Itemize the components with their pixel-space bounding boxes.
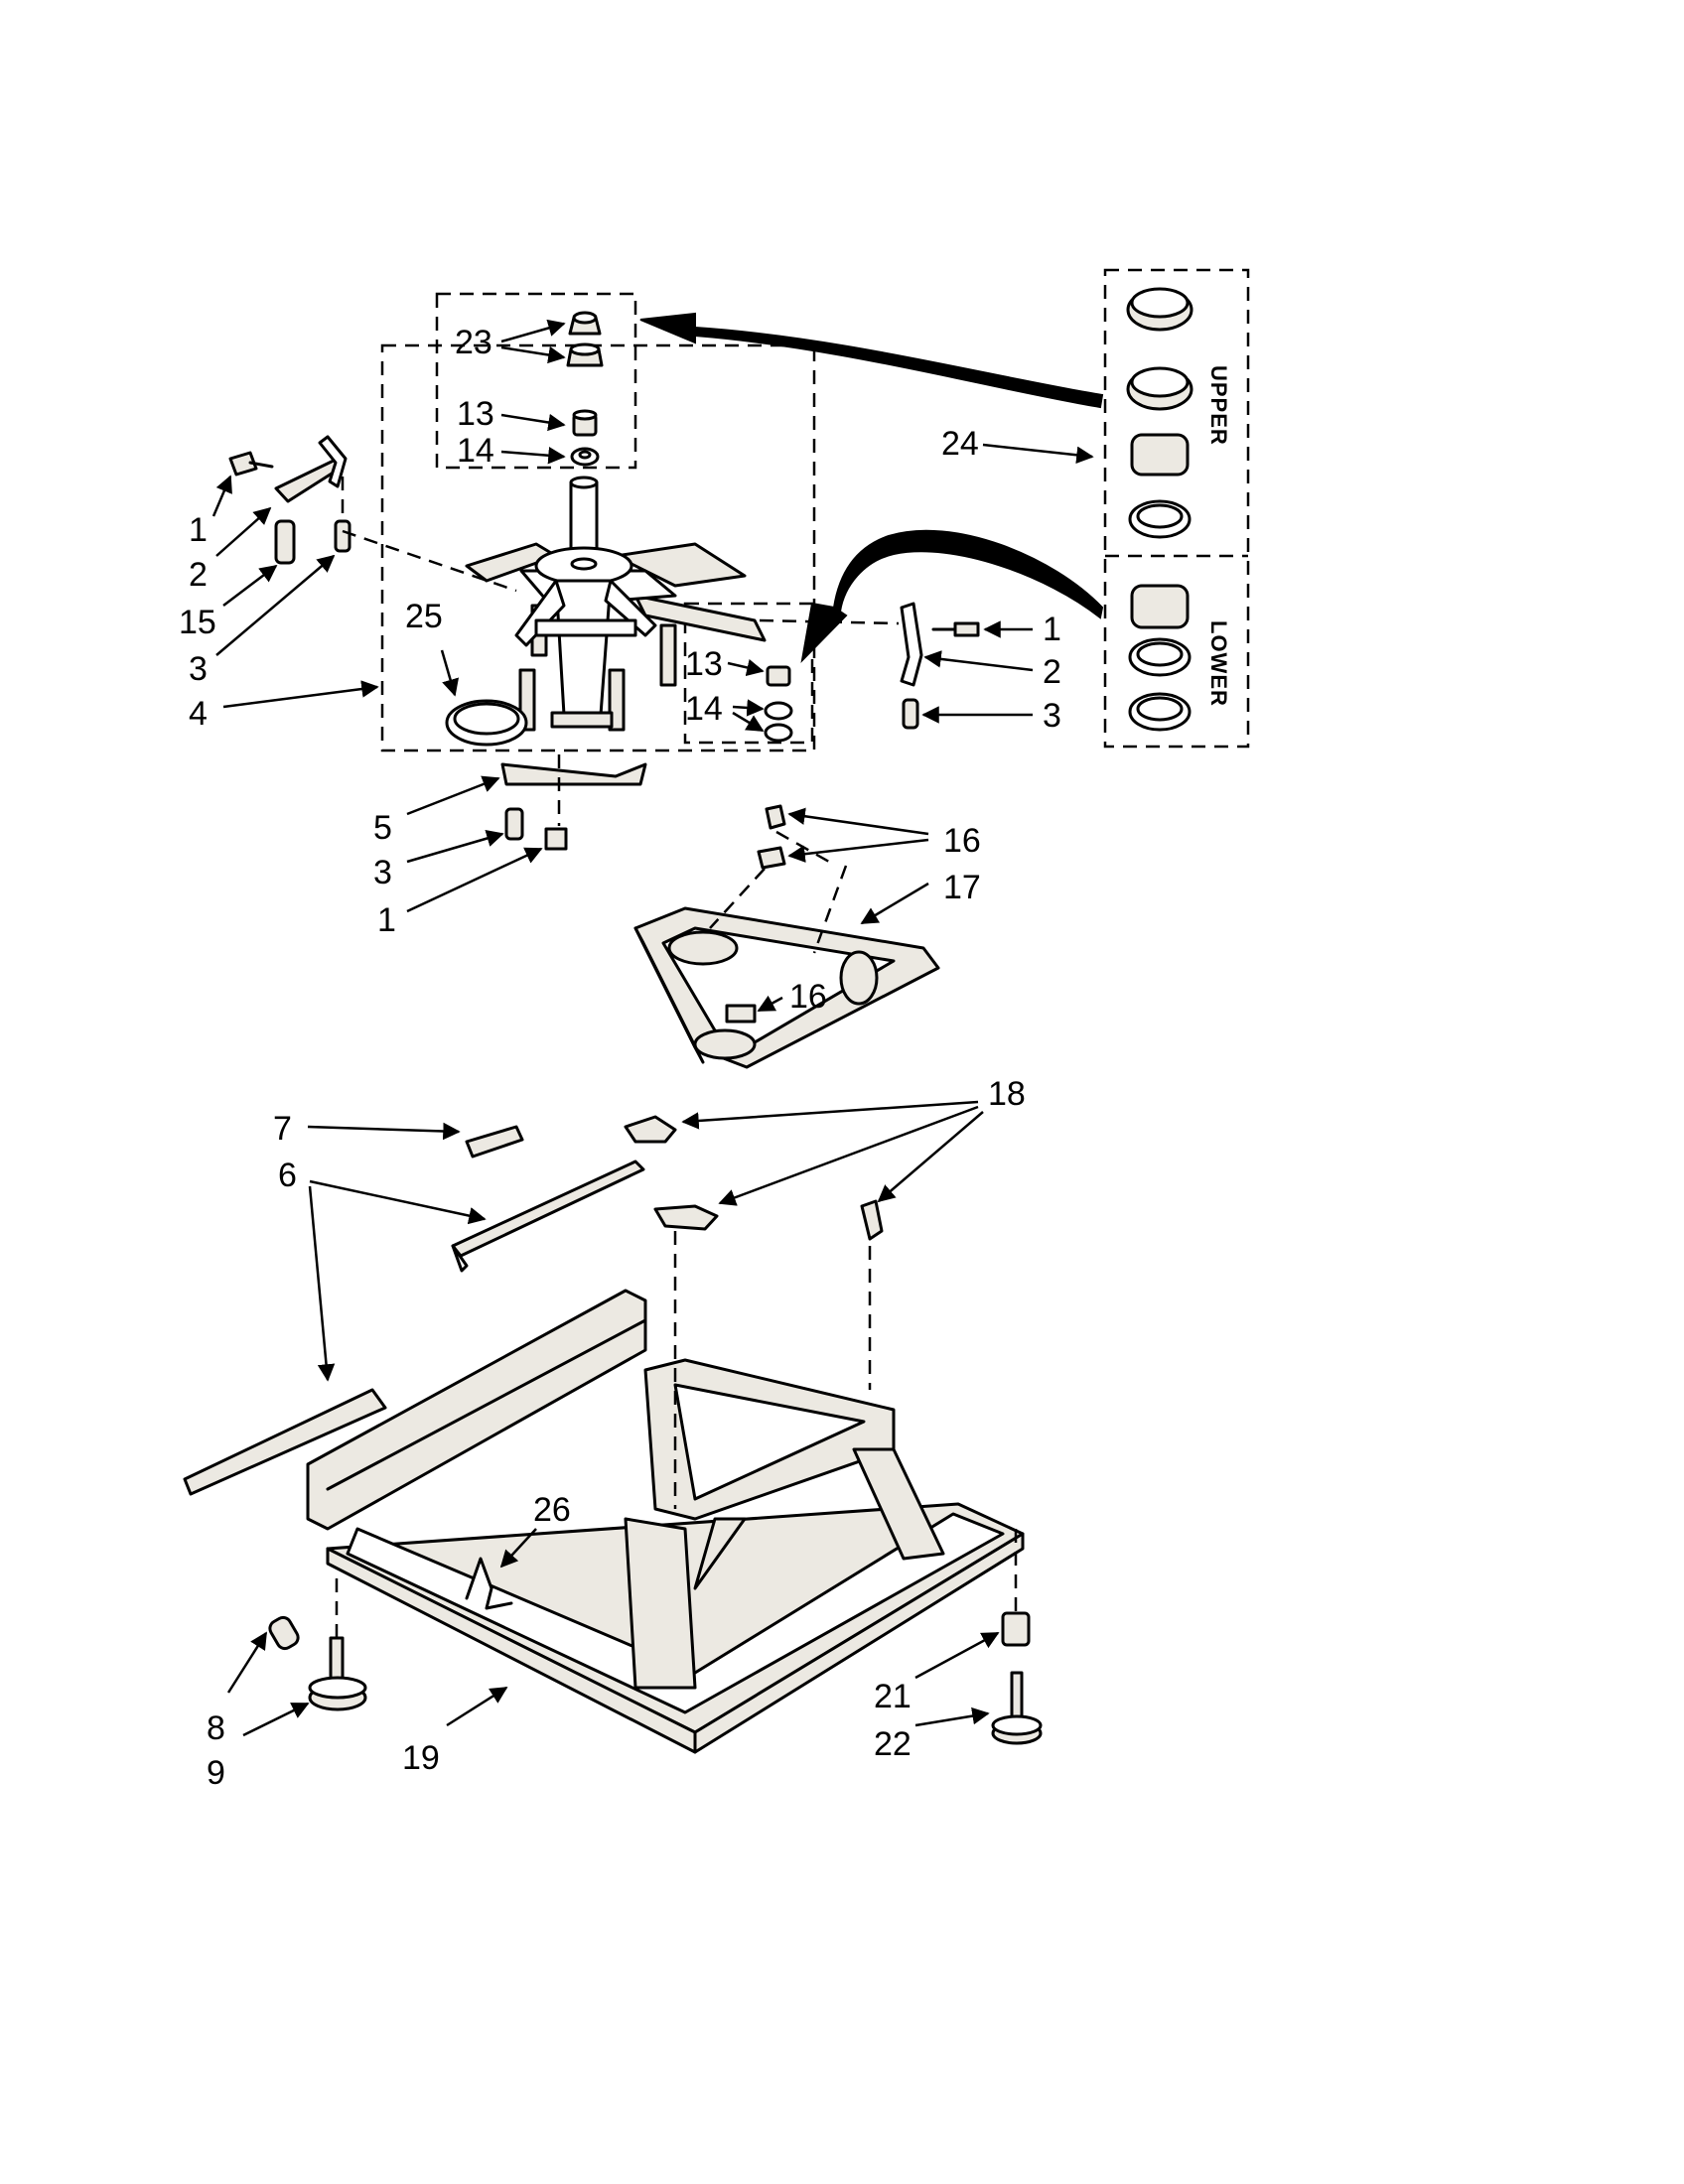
callout-26: 26 — [533, 1491, 571, 1529]
callout-13-lower: 13 — [685, 645, 723, 683]
callout-6: 6 — [278, 1157, 297, 1194]
clips-18 — [624, 1115, 884, 1241]
callout-5: 5 — [373, 809, 392, 847]
callout-3-bottom: 3 — [373, 854, 392, 891]
callout-23: 23 — [455, 324, 492, 361]
callout-3-right: 3 — [1043, 697, 1061, 735]
callout-2-right: 2 — [1043, 653, 1061, 691]
callout-14-lower: 14 — [685, 690, 723, 728]
leader-lines — [211, 319, 1094, 1737]
upper-kit-parts — [1126, 287, 1193, 539]
curved-arrow-icon — [639, 312, 1104, 664]
spindle — [518, 476, 677, 732]
callout-17: 17 — [943, 869, 981, 906]
callout-13-upper: 13 — [457, 395, 494, 433]
bushing-13-upper — [570, 409, 600, 467]
suspension-assembly — [228, 292, 980, 851]
upper-bushing-dashed-box — [435, 292, 637, 470]
leg-8-9 — [268, 1578, 367, 1711]
callout-labels: 23 13 14 24 1 2 15 3 25 4 13 14 1 2 3 5 … — [179, 324, 1061, 1792]
bushing-13-14-lower — [764, 665, 793, 743]
callout-21: 21 — [874, 1678, 912, 1715]
assembly-dashed-box — [380, 343, 816, 752]
callout-1-bottom: 1 — [377, 901, 396, 939]
callout-22: 22 — [874, 1725, 912, 1763]
base-frame-19 — [306, 1231, 1025, 1754]
callout-18: 18 — [988, 1075, 1026, 1113]
platform-17 — [633, 804, 940, 1069]
kit-box-24: UPPER LOWER — [1103, 268, 1250, 749]
callout-1-right: 1 — [1043, 611, 1061, 648]
callout-1-left: 1 — [189, 511, 208, 549]
seal-25 — [445, 699, 528, 747]
callout-3-left: 3 — [189, 650, 208, 688]
bottom-bracket-group — [500, 754, 647, 851]
leg-21-22 — [991, 1529, 1043, 1745]
callout-14-upper: 14 — [457, 432, 494, 470]
spring-7 — [465, 1125, 524, 1159]
callout-15: 15 — [179, 604, 216, 641]
callout-16-mid: 16 — [789, 978, 827, 1016]
callout-9: 9 — [207, 1754, 225, 1792]
left-bracket-group — [228, 435, 517, 593]
spider-frame — [465, 542, 767, 729]
callout-25: 25 — [405, 598, 443, 635]
callout-2-left: 2 — [189, 556, 208, 594]
upper-label: UPPER — [1206, 365, 1231, 446]
callout-16-top: 16 — [943, 822, 981, 860]
callout-24: 24 — [941, 425, 979, 463]
callout-8: 8 — [207, 1709, 225, 1747]
lower-bushing-dashed-box — [683, 602, 814, 745]
rails-6 — [183, 1160, 645, 1496]
callout-4: 4 — [189, 695, 208, 733]
lower-label: LOWER — [1206, 620, 1231, 707]
callout-19: 19 — [402, 1739, 440, 1777]
lower-kit-parts — [1128, 584, 1192, 732]
callout-7: 7 — [273, 1110, 292, 1148]
bushing-23 — [566, 311, 604, 367]
